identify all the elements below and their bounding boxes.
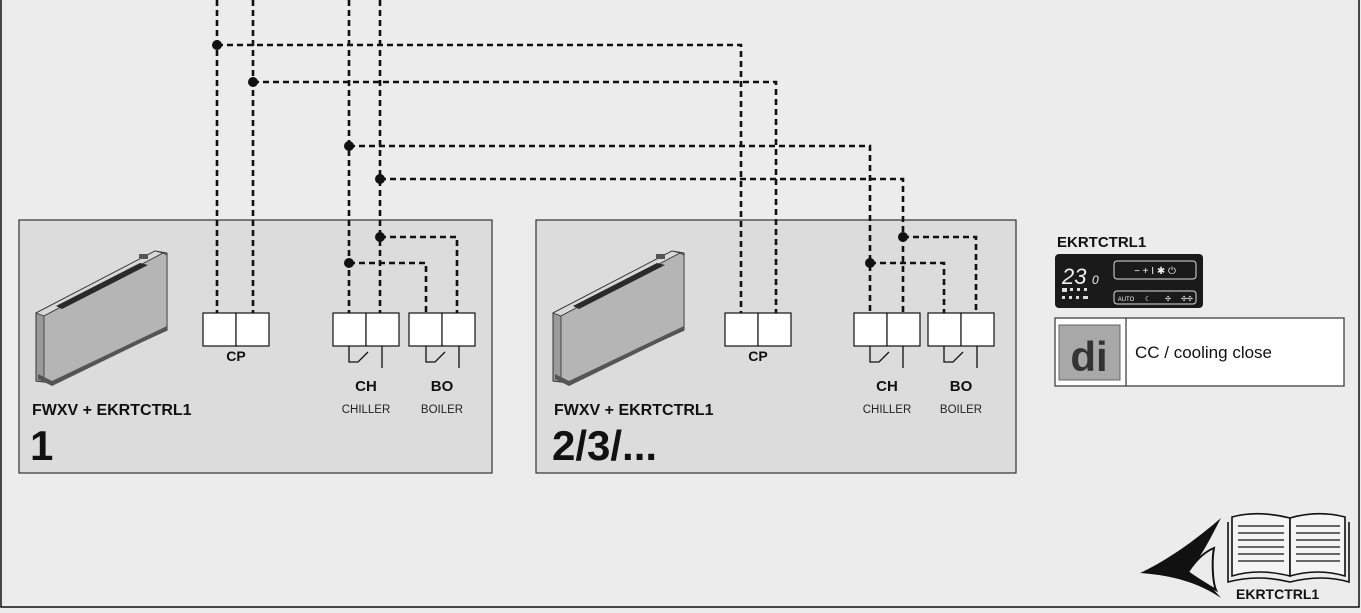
unit-2-relay-symbols bbox=[869, 346, 978, 368]
label-boiler-unit-2: BOILER bbox=[940, 404, 982, 416]
label-bo-unit-2: BO bbox=[950, 378, 973, 395]
unit-1-relay-symbols bbox=[348, 346, 460, 368]
terminal-ch-1a bbox=[332, 312, 367, 347]
controller-key-night: ☾ bbox=[1145, 295, 1151, 303]
wire-u2-ch-bo-2 bbox=[903, 235, 978, 313]
terminal-bo-1b bbox=[441, 312, 476, 347]
junction-dots bbox=[212, 40, 908, 268]
terminal-ch-2b bbox=[886, 312, 921, 347]
book-icon bbox=[1227, 512, 1350, 584]
unit-2-number: 2/3/... bbox=[552, 422, 657, 469]
controller-temperature-decimal: 0 bbox=[1092, 273, 1099, 287]
terminal-cp-2a bbox=[724, 312, 759, 347]
wire-cp-branch-1 bbox=[217, 43, 743, 313]
label-chiller-unit-2: CHILLER bbox=[863, 404, 912, 416]
terminal-ch-2a bbox=[853, 312, 888, 347]
unit-2-title: FWXV + EKRTCTRL1 bbox=[554, 402, 714, 419]
controller-bottom-keypad bbox=[1113, 290, 1197, 305]
terminal-cp-2b bbox=[757, 312, 792, 347]
controller-temperature-digits: 23 bbox=[1061, 264, 1087, 289]
fan-coil-unit-1-illustration bbox=[35, 250, 168, 386]
wire-ch-branch-1 bbox=[349, 144, 872, 313]
controller-title: EKRTCTRL1 bbox=[1057, 234, 1146, 251]
wire-cp-branch-2 bbox=[253, 80, 778, 313]
dashed-wiring bbox=[215, 0, 978, 313]
eye-icon bbox=[1140, 518, 1221, 598]
controller-mode-dots bbox=[1062, 288, 1088, 299]
terminal-bo-2a bbox=[927, 312, 962, 347]
controller-key-fan-low: ✣ bbox=[1165, 295, 1171, 303]
controller-key-auto: AUTO bbox=[1118, 297, 1135, 303]
label-bo-unit-1: BO bbox=[431, 378, 454, 395]
unit-1-title: FWXV + EKRTCTRL1 bbox=[32, 402, 192, 419]
wire-u1-ch-bo-1 bbox=[349, 261, 428, 313]
fan-coil-unit-2-illustration bbox=[552, 250, 685, 386]
label-chiller-unit-1: CHILLER bbox=[342, 404, 391, 416]
label-boiler-unit-1: BOILER bbox=[421, 404, 463, 416]
setting-box: di CC / cooling close bbox=[1054, 317, 1345, 387]
unit-2-terminals bbox=[724, 312, 995, 347]
controller-top-keys: − + I ✱ ⏻ bbox=[1134, 266, 1176, 277]
unit-1-number: 1 bbox=[30, 422, 53, 469]
terminal-cp-1a bbox=[202, 312, 237, 347]
wire-u1-ch-bo-2 bbox=[380, 235, 459, 313]
unit-1-terminals bbox=[202, 312, 476, 347]
setting-description: CC / cooling close bbox=[1135, 343, 1272, 362]
controller-display: 23 0 − + I ✱ ⏻ AUTO ☾ ✣ ✣✣ bbox=[1055, 254, 1203, 308]
terminal-bo-2b bbox=[960, 312, 995, 347]
label-ch-unit-1: CH bbox=[355, 378, 377, 395]
label-cp-unit-1: CP bbox=[226, 348, 245, 364]
terminal-cp-1b bbox=[235, 312, 270, 347]
controller-key-fan-high: ✣✣ bbox=[1181, 295, 1193, 303]
setting-code-display: di bbox=[1070, 333, 1107, 380]
wire-bo-branch-1 bbox=[380, 177, 905, 313]
manual-label: EKRTCTRL1 bbox=[1236, 586, 1319, 602]
label-cp-unit-2: CP bbox=[748, 348, 767, 364]
label-ch-unit-2: CH bbox=[876, 378, 898, 395]
wire-u2-ch-bo-1 bbox=[870, 261, 946, 313]
terminal-bo-1a bbox=[408, 312, 443, 347]
terminal-ch-1b bbox=[365, 312, 400, 347]
controller-top-keypad bbox=[1113, 260, 1197, 280]
